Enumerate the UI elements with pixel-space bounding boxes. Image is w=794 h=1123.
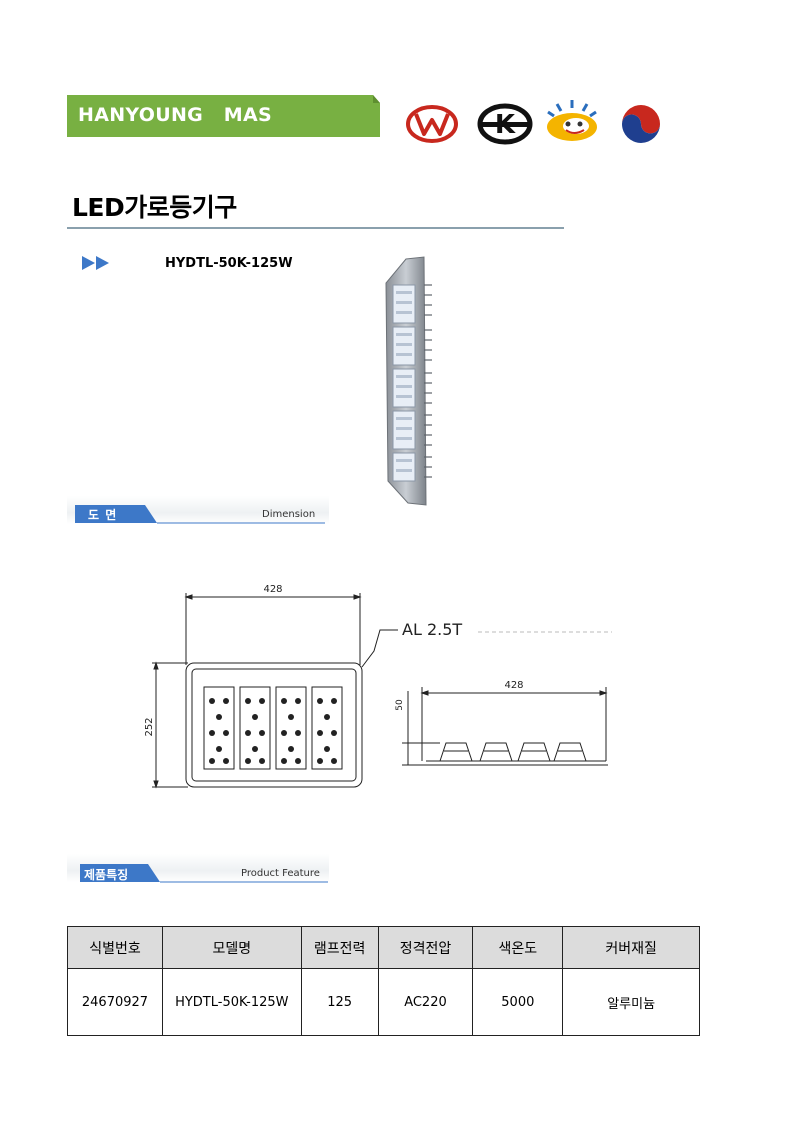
dimension-section-label: 도 면 — [88, 508, 118, 522]
kc-mark-logo: K — [477, 103, 533, 145]
dimension-section-label-en: Dimension — [262, 509, 316, 520]
double-arrow-icon — [82, 256, 109, 270]
svg-text:K: K — [495, 110, 516, 140]
header-power: 램프전력 — [300, 926, 379, 969]
header-voltage: 정격전압 — [377, 926, 474, 969]
side-width-label: 428 — [504, 680, 523, 691]
company-banner — [67, 95, 380, 137]
header-cover-material: 커버재질 — [562, 926, 700, 969]
w-mark-logo — [406, 105, 458, 143]
page-title: LED가로등기구 — [72, 193, 237, 222]
front-height-label: 252 — [144, 717, 155, 736]
table-row: 24670927 HYDTL-50K-125W 125 AC220 5000 알… — [67, 968, 700, 1036]
dimension-drawing: 428 252 AL 2.5T 428 50 — [144, 584, 612, 789]
feature-section-label-en: Product Feature — [241, 868, 320, 879]
cell-id: 24670927 — [67, 968, 163, 1036]
product-model: HYDTL-50K-125W — [165, 256, 293, 271]
cell-cover-material: 알루미늄 — [562, 968, 700, 1036]
cell-model: HYDTL-50K-125W — [161, 968, 302, 1036]
good-design-logo — [547, 100, 597, 141]
cell-color-temp: 5000 — [472, 968, 564, 1036]
side-height-label: 50 — [395, 699, 405, 711]
product-photo — [385, 256, 432, 506]
company-name: HANYOUNG MAS — [78, 104, 273, 126]
certification-logos: K — [406, 100, 660, 145]
feature-section-label: 제품특징 — [84, 868, 129, 882]
header-id: 식별번호 — [67, 926, 163, 969]
dimension-section-tab — [75, 505, 325, 524]
taegeuk-logo — [622, 105, 660, 143]
feature-section-tab — [80, 864, 328, 883]
led-modules — [203, 686, 343, 770]
front-width-label: 428 — [263, 584, 282, 595]
material-note: AL 2.5T — [402, 620, 462, 639]
cell-voltage: AC220 — [377, 968, 474, 1036]
cell-power: 125 — [300, 968, 379, 1036]
table-header-row: 식별번호 모델명 램프전력 정격전압 색온도 커버재질 — [67, 926, 700, 969]
title-divider — [67, 227, 564, 229]
spec-table: 식별번호 모델명 램프전력 정격전압 색온도 커버재질 24670927 HYD… — [67, 926, 700, 1036]
header-color-temp: 색온도 — [472, 926, 564, 969]
header-model: 모델명 — [161, 926, 302, 969]
